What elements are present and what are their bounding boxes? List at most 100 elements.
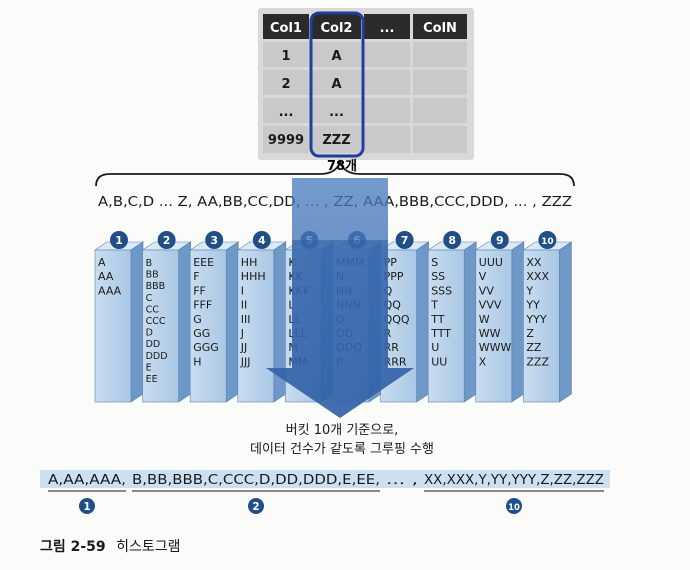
brace-count-label: 78개 bbox=[327, 159, 357, 174]
bucket-item: L bbox=[288, 299, 295, 312]
bucket-item: DD bbox=[146, 339, 161, 350]
bucket-item: C bbox=[146, 293, 153, 304]
bucket-item: YY bbox=[525, 299, 540, 312]
table-cell-value: 9999 bbox=[268, 133, 304, 148]
bucket-number-badge bbox=[490, 231, 509, 249]
table-cell bbox=[312, 70, 361, 95]
table-cell-value: A bbox=[331, 77, 341, 92]
bucket-front-face bbox=[475, 249, 513, 403]
bucket-item: TTT bbox=[430, 327, 451, 340]
bucket-item: SS bbox=[431, 270, 445, 283]
bucket-result-badge bbox=[248, 498, 264, 514]
bucket-item: HHH bbox=[241, 270, 266, 283]
bucket-item: Z bbox=[526, 327, 534, 340]
bucket-result-text: XX,XXX,Y,YY,YYY,Z,ZZ,ZZZ bbox=[424, 473, 604, 488]
bucket-item: ZZ bbox=[526, 341, 542, 354]
bucket-item: WW bbox=[479, 327, 501, 340]
bucket-item: A bbox=[98, 256, 106, 269]
bucket-item: U bbox=[431, 341, 439, 354]
bucket-item: BB bbox=[146, 270, 159, 281]
table-header-cell bbox=[312, 14, 361, 39]
bucket-item: EEE bbox=[193, 256, 214, 269]
table-header-label: ColN bbox=[423, 21, 457, 36]
bucket-result-text: ... , bbox=[386, 473, 418, 488]
bucket-item: XXX bbox=[526, 270, 549, 283]
table-cell-value: A bbox=[331, 49, 341, 64]
table-cell bbox=[364, 126, 410, 153]
bucket-item: HH bbox=[241, 256, 258, 269]
bucket-item: PPP bbox=[384, 270, 404, 283]
bucket-item: VVV bbox=[479, 299, 502, 312]
bucket-number: 9 bbox=[496, 234, 504, 247]
bucket-item: V bbox=[479, 270, 487, 283]
bucket-number: 4 bbox=[258, 234, 266, 247]
col2-highlight bbox=[309, 11, 365, 158]
grouping-arrow: 버킷 10개 기준으로,데이터 건수가 같도록 그루핑 수행 bbox=[250, 178, 434, 457]
bucket-item: RRR bbox=[384, 355, 407, 368]
bucket-item: T bbox=[430, 299, 438, 312]
bucket-item: H bbox=[193, 355, 201, 368]
bucket-side-face bbox=[225, 241, 239, 403]
bucket-item: B bbox=[146, 258, 153, 269]
bucket-result-text: B,BB,BBB,C,CCC,D,DD,DDD,E,EE, bbox=[132, 473, 380, 488]
bucket-item: J bbox=[240, 327, 244, 340]
bucket-number-badge bbox=[110, 231, 128, 249]
table-header-cell bbox=[413, 14, 467, 39]
bucket-item: UU bbox=[431, 355, 447, 368]
bucket-item: CC bbox=[146, 304, 160, 315]
bucket-side-face bbox=[559, 241, 572, 403]
bucket-item: WWW bbox=[479, 341, 512, 354]
bucket-item: S bbox=[431, 256, 438, 269]
table-cell bbox=[263, 126, 309, 153]
bucket-front-face bbox=[523, 249, 560, 403]
table-cell-value: 2 bbox=[281, 77, 290, 92]
table-cell bbox=[413, 42, 467, 67]
table-cell bbox=[413, 70, 467, 95]
bucket-number: 10 bbox=[541, 237, 554, 247]
table-header-label: Col2 bbox=[321, 21, 353, 36]
figure-title: 히스토그램 bbox=[116, 539, 181, 555]
bucket-item: QQ bbox=[384, 299, 402, 312]
bucket-item: Q bbox=[384, 284, 393, 297]
bucket-item: TT bbox=[430, 313, 445, 326]
table-header-cell bbox=[263, 14, 309, 39]
bucket-number-badge bbox=[395, 231, 414, 249]
bucket-result-badge bbox=[506, 498, 522, 514]
curly-brace bbox=[95, 159, 575, 187]
bucket-item: F bbox=[193, 270, 199, 283]
table-cell-value: 1 bbox=[281, 49, 290, 64]
bucket-number: 7 bbox=[401, 234, 409, 247]
bucket-result-row: A,AA,AAA,1B,BB,BBB,C,CCC,D,DD,DDD,E,EE,2… bbox=[40, 470, 610, 514]
table-header-label: Col1 bbox=[270, 21, 302, 36]
bucket-number: 3 bbox=[210, 234, 218, 247]
bucket-side-face bbox=[511, 241, 525, 403]
table-cell bbox=[263, 42, 309, 67]
bucket-item: GGG bbox=[193, 341, 219, 354]
bucket-number-badge bbox=[205, 231, 224, 249]
bucket-front-face bbox=[142, 249, 179, 403]
table-cell bbox=[364, 42, 410, 67]
bucket-result-number: 2 bbox=[252, 501, 259, 513]
bucket-number-badge bbox=[538, 231, 557, 249]
bucket-side-face bbox=[416, 241, 429, 403]
bucket-item: JJJ bbox=[240, 355, 251, 368]
bucket-item: YYY bbox=[525, 313, 546, 326]
bucket-result-number: 10 bbox=[508, 503, 520, 513]
bucket-item: AAA bbox=[98, 284, 122, 297]
bucket-number-badge bbox=[443, 231, 462, 249]
down-arrow-overlay bbox=[266, 240, 414, 418]
table-cell bbox=[263, 98, 309, 123]
bucket-item: FF bbox=[193, 284, 206, 297]
table-cell bbox=[364, 98, 410, 123]
bucket-item: AA bbox=[98, 270, 114, 283]
bucket-result-text: A,AA,AAA, bbox=[48, 473, 126, 488]
table-cell bbox=[413, 98, 467, 123]
